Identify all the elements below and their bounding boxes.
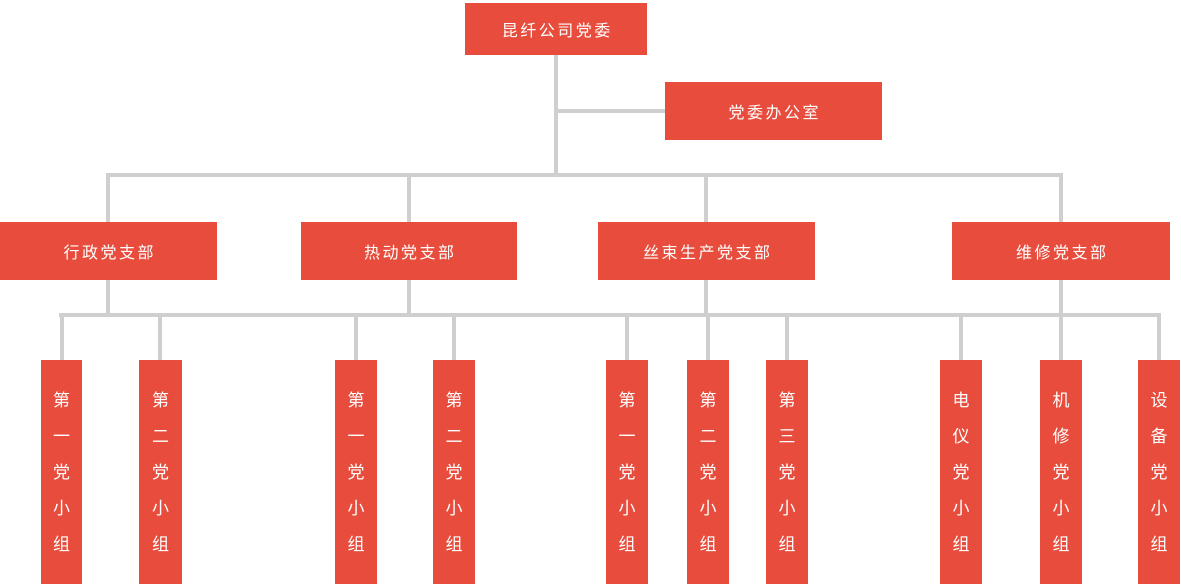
node-group-3-1[interactable]: 第一党小组 (606, 360, 648, 584)
node-branch-2[interactable]: 热动党支部 (301, 222, 517, 280)
node-group-2-1[interactable]: 第一党小组 (335, 360, 377, 584)
node-group-3-2[interactable]: 第二党小组 (687, 360, 729, 584)
connector-branch4-drop (1059, 176, 1063, 222)
node-branch-4[interactable]: 维修党支部 (952, 222, 1170, 280)
node-branch-3-label: 丝束生产党支部 (642, 245, 773, 262)
node-branch-1-label: 行政党支部 (63, 245, 156, 262)
node-staff-office[interactable]: 党委办公室 (665, 82, 882, 140)
node-group-4-3[interactable]: 设备党小组 (1138, 360, 1180, 584)
node-branch-4-label: 维修党支部 (1015, 245, 1109, 262)
connector-branch2-stub (407, 280, 411, 314)
connector-branch4-stub (1059, 280, 1063, 314)
node-branch-3[interactable]: 丝束生产党支部 (598, 222, 815, 280)
connector-root-drop (554, 55, 558, 174)
connector-child-drop (354, 316, 358, 360)
connector-child-drop (158, 316, 162, 360)
node-group-3-3[interactable]: 第三党小组 (766, 360, 808, 584)
connector-level2-rail (59, 313, 1161, 317)
node-group-4-1[interactable]: 电仪党小组 (940, 360, 982, 584)
node-group-1-2[interactable]: 第二党小组 (139, 360, 182, 584)
connector-child-drop (785, 316, 789, 360)
connector-child-drop (452, 316, 456, 360)
node-root-label: 昆纤公司党委 (501, 23, 613, 40)
connector-branch2-drop (407, 176, 411, 222)
node-branch-1[interactable]: 行政党支部 (0, 222, 217, 280)
node-group-4-2[interactable]: 机修党小组 (1040, 360, 1082, 584)
connector-branch3-drop (704, 176, 708, 222)
connector-child-drop (625, 316, 629, 360)
node-root[interactable]: 昆纤公司党委 (465, 3, 647, 55)
connector-child-drop (1059, 316, 1063, 360)
connector-branch1-stub (106, 280, 110, 314)
node-group-2-2[interactable]: 第二党小组 (433, 360, 475, 584)
connector-child-drop (959, 316, 963, 360)
connector-level1-rail (106, 173, 1063, 177)
connector-child-drop (60, 316, 64, 360)
node-group-1-1[interactable]: 第一党小组 (41, 360, 82, 584)
connector-branch1-drop (106, 176, 110, 222)
connector-child-drop (706, 316, 710, 360)
connector-branch3-stub (704, 280, 708, 314)
node-staff-office-label: 党委办公室 (728, 105, 821, 122)
connector-office-branch (556, 109, 665, 113)
connector-child-drop (1157, 316, 1161, 360)
node-branch-2-label: 热动党支部 (363, 245, 457, 262)
